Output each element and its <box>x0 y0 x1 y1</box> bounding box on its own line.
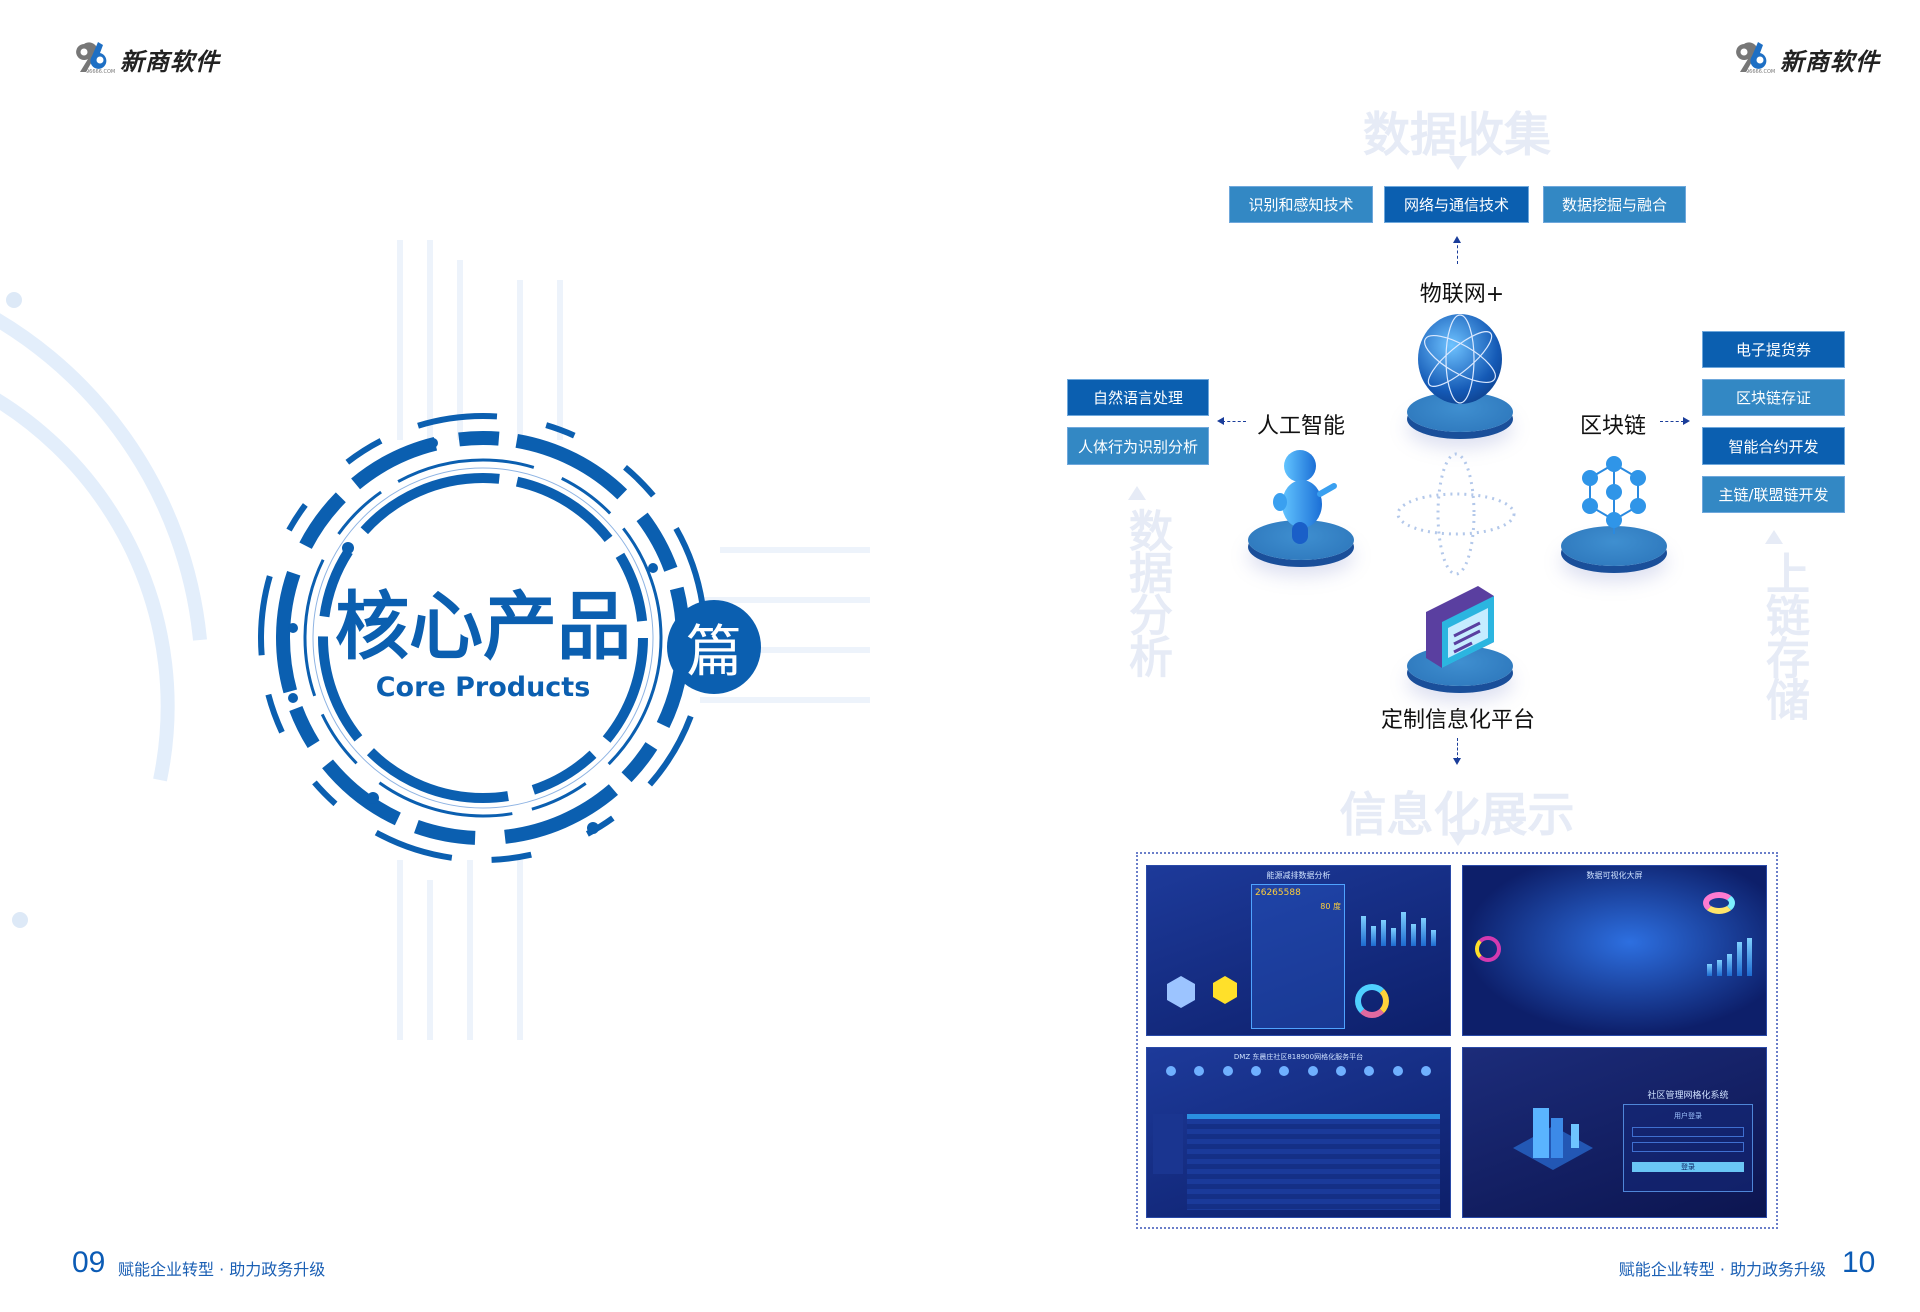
box-mainchain-dev: 主链/联盟链开发 <box>1702 476 1845 513</box>
radar-chart <box>1213 976 1237 1004</box>
donut-chart <box>1355 984 1389 1018</box>
login-heading: 用户登录 <box>1674 1112 1702 1120</box>
screenshot-title: 数据可视化大屏 <box>1586 871 1643 880</box>
down-arrow-icon <box>1449 156 1467 170</box>
screenshot-community-login: 社区管理网格化系统 用户登录 登录 <box>1462 1047 1767 1218</box>
box-data-mining: 数据挖掘与融合 <box>1543 186 1686 223</box>
screenshot-grid-service-platform: DMZ 东晨庄社区818900网格化服务平台 <box>1146 1047 1451 1218</box>
logo-mark-icon: 96666.COM <box>1732 40 1776 78</box>
ring-chart <box>1475 936 1501 962</box>
right-arrow-line <box>1660 421 1684 422</box>
icon-toolbar <box>1157 1066 1440 1082</box>
box-network-tech: 网络与通信技术 <box>1384 186 1529 223</box>
section-suffix-badge: 篇 <box>667 600 761 694</box>
platform-label: 定制信息化平台 <box>1380 708 1536 733</box>
side-menu <box>1153 1114 1183 1174</box>
username-input <box>1632 1127 1744 1137</box>
server-platform-icon <box>1426 586 1494 668</box>
heading-data-collection: 数据收集 <box>1363 108 1551 163</box>
counter-unit: 80 度 <box>1320 902 1341 911</box>
blockchain-label: 区块链 <box>1579 414 1647 439</box>
radar-chart <box>1167 976 1195 1008</box>
section-title-cn: 核心产品 <box>335 584 631 670</box>
brand-logo-right: 96666.COM 新商软件 <box>1732 40 1880 78</box>
screenshot-title: 社区管理网格化系统 <box>1647 1091 1729 1101</box>
map-panel: 26265588 80 度 <box>1251 884 1345 1029</box>
circuit-background-decoration <box>0 240 870 1040</box>
page-number-right: 10 <box>1842 1246 1876 1279</box>
brand-name: 新商软件 <box>1780 46 1880 76</box>
box-nlp: 自然语言处理 <box>1067 379 1209 416</box>
login-button: 登录 <box>1632 1162 1744 1172</box>
brand-domain: 96666.COM <box>1746 69 1776 75</box>
data-table <box>1187 1114 1440 1210</box>
left-arrow-line <box>1222 421 1246 422</box>
up-arrow-line <box>1457 240 1458 264</box>
brand-name: 新商软件 <box>120 46 220 76</box>
ring-chart <box>1703 892 1735 914</box>
robot-icon <box>1273 450 1337 544</box>
bar-chart <box>1703 936 1759 976</box>
down-arrow-icon <box>1449 832 1467 846</box>
hexagon-network-icon <box>1582 456 1646 534</box>
box-e-voucher: 电子提货券 <box>1702 331 1845 368</box>
section-title-en: Core Products <box>375 672 591 703</box>
counter-value: 26265588 <box>1255 888 1301 898</box>
vertical-chain-storage: 上链存储 <box>1758 551 1809 719</box>
footer-slogan-right: 赋能企业转型 · 助力政务升级 <box>1618 1260 1826 1279</box>
box-smart-contract: 智能合约开发 <box>1702 427 1845 465</box>
globe-icon <box>1418 314 1502 404</box>
vertical-data-analysis: 数据分析 <box>1121 508 1172 676</box>
footer-slogan-left: 赋能企业转型 · 助力政务升级 <box>118 1260 326 1279</box>
page-number-left: 09 <box>72 1246 106 1279</box>
up-arrow-icon <box>1765 530 1783 544</box>
box-behavior-recognition: 人体行为识别分析 <box>1067 427 1209 465</box>
screenshot-visualization-screen: 数据可视化大屏 <box>1462 865 1767 1036</box>
ai-label: 人工智能 <box>1256 414 1346 439</box>
orbit-dots-decoration <box>1396 452 1516 576</box>
login-panel: 用户登录 登录 <box>1623 1104 1753 1192</box>
screenshot-title: DMZ 东晨庄社区818900网格化服务平台 <box>1233 1053 1364 1061</box>
up-arrow-icon <box>1128 486 1146 500</box>
bar-chart <box>1359 906 1439 946</box>
screenshot-energy-dashboard: 能源减排数据分析 26265588 80 度 <box>1146 865 1451 1036</box>
right-arrow-icon <box>1683 417 1690 425</box>
brand-domain: 96666.COM <box>86 69 116 75</box>
logo-mark-icon: 96666.COM <box>72 40 116 78</box>
down-arrow-icon <box>1453 758 1461 765</box>
left-arrow-icon <box>1217 417 1224 425</box>
isometric-city-icon <box>1513 1108 1593 1170</box>
password-input <box>1632 1142 1744 1152</box>
down-arrow-line <box>1457 738 1458 760</box>
box-recognition-tech: 识别和感知技术 <box>1229 186 1373 223</box>
up-arrow-icon <box>1453 236 1461 243</box>
screenshot-title: 能源减排数据分析 <box>1266 871 1331 880</box>
screenshot-gallery <box>1136 852 1778 1229</box>
box-blockchain-evidence: 区块链存证 <box>1702 379 1845 416</box>
brand-logo-left: 96666.COM 新商软件 <box>72 40 220 78</box>
iot-label: 物联网+ <box>1419 282 1505 307</box>
